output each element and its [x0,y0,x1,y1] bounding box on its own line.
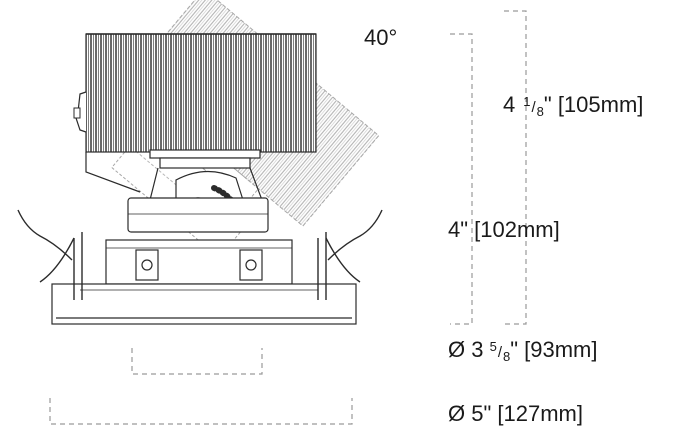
height-dimension-bracket [450,33,473,325]
mounting-frame [105,239,293,285]
spring-clip-left-arm [17,209,73,261]
collar-ring [159,157,251,169]
cutout-dimension-bracket [49,398,353,425]
aperture-dimension-bracket [131,348,263,375]
aperture-diameter-label: Ø 3 5/8" [93mm] [448,337,598,364]
collar-plate [149,149,261,159]
reflector-housing [127,197,269,233]
trim-flange [51,283,357,325]
yoke-arm-left [85,152,141,193]
dimension-lines [49,10,527,425]
spring-clip-right-arm [327,209,383,261]
fixture [17,33,383,325]
height-label: 4" [102mm] [448,217,560,242]
heatsink [85,33,317,153]
cutout-diameter-label: Ø 5" [127mm] [448,401,583,426]
spring-clip-right [325,237,361,283]
tilted-height-dimension-bracket [504,10,527,325]
tilt-angle-label: 40° [364,25,397,50]
spring-clip-left [39,237,75,283]
